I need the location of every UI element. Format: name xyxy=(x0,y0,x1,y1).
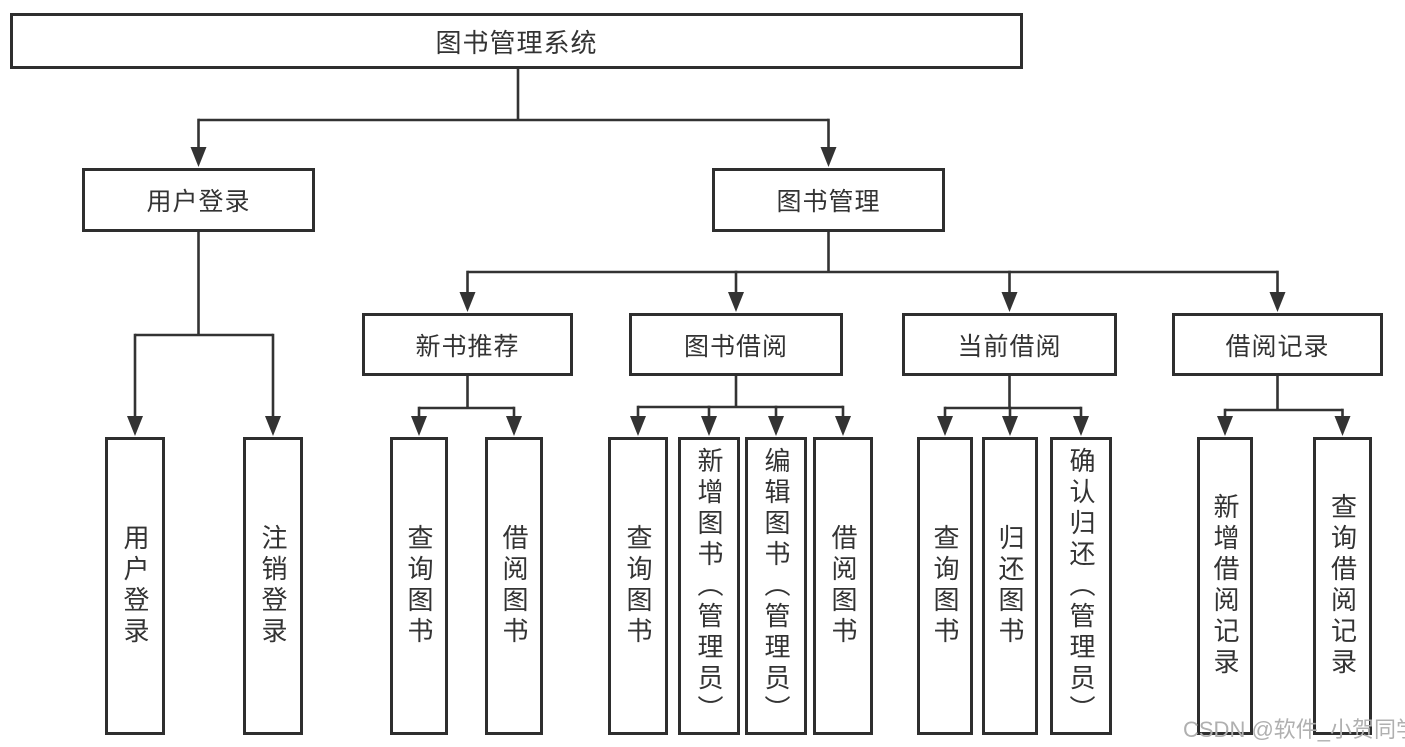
node-new-book-recommend-label: 新书推荐 xyxy=(415,332,520,361)
leaf-search-borrow-record: 查询借阅记录 xyxy=(1313,437,1372,735)
connector-user-login-split xyxy=(127,232,281,436)
leaf-search-book-recommend: 查询图书 xyxy=(390,437,448,735)
leaf-borrow-book-recommend: 借阅图书 xyxy=(485,437,543,735)
node-book-management-label: 图书管理 xyxy=(776,188,881,216)
leaf-edit-book-admin: 编辑图书（管理员） xyxy=(745,437,807,735)
connector-borrow-records-split xyxy=(1217,376,1351,436)
leaf-user-login: 用户登录 xyxy=(105,437,165,735)
leaf-add-book-admin: 新增图书（管理员） xyxy=(678,437,740,735)
leaf-search-book-recommend-label: 查询图书 xyxy=(404,524,434,648)
connector-root-split xyxy=(190,69,837,167)
node-user-login-label: 用户登录 xyxy=(146,188,251,216)
leaf-return-book: 归还图书 xyxy=(982,437,1038,735)
leaf-add-book-admin-label: 新增图书（管理员） xyxy=(694,446,724,726)
node-current-borrow: 当前借阅 xyxy=(902,313,1117,376)
leaf-user-login-label: 用户登录 xyxy=(120,524,150,648)
leaf-search-book-current: 查询图书 xyxy=(917,437,973,735)
leaf-return-book-label: 归还图书 xyxy=(995,524,1025,648)
connector-current-borrow-split xyxy=(937,376,1089,436)
node-root: 图书管理系统 xyxy=(10,13,1023,69)
node-root-label: 图书管理系统 xyxy=(435,27,598,58)
leaf-search-book-current-label: 查询图书 xyxy=(930,524,960,648)
node-current-borrow-label: 当前借阅 xyxy=(957,332,1062,361)
leaf-confirm-return-admin: 确认归还（管理员） xyxy=(1050,437,1112,735)
node-book-borrow-label: 图书借阅 xyxy=(683,332,788,361)
leaf-add-borrow-record: 新增借阅记录 xyxy=(1197,437,1253,735)
leaf-add-borrow-record-label: 新增借阅记录 xyxy=(1210,493,1240,679)
leaf-borrow-book-label: 借阅图书 xyxy=(828,524,858,648)
connector-book-borrow-split xyxy=(630,376,851,436)
node-user-login: 用户登录 xyxy=(82,168,315,232)
leaf-search-borrow-record-label: 查询借阅记录 xyxy=(1327,493,1358,679)
node-book-borrow: 图书借阅 xyxy=(629,313,843,376)
connector-book-management-split xyxy=(459,232,1286,312)
leaf-borrow-book: 借阅图书 xyxy=(813,437,873,735)
node-book-management: 图书管理 xyxy=(712,168,945,232)
leaf-logout: 注销登录 xyxy=(243,437,303,735)
node-new-book-recommend: 新书推荐 xyxy=(362,313,573,376)
leaf-confirm-return-admin-label: 确认归还（管理员） xyxy=(1066,446,1096,726)
leaf-edit-book-admin-label: 编辑图书（管理员） xyxy=(761,446,791,726)
csdn-watermark: CSDN @软件_小贺同学 xyxy=(1183,717,1405,742)
node-borrow-records: 借阅记录 xyxy=(1172,313,1383,376)
leaf-logout-label: 注销登录 xyxy=(258,524,288,648)
connector-new-book-split xyxy=(411,376,522,436)
leaf-search-book-borrow-label: 查询图书 xyxy=(623,524,653,648)
leaf-search-book-borrow: 查询图书 xyxy=(608,437,668,735)
node-borrow-records-label: 借阅记录 xyxy=(1225,332,1330,361)
leaf-borrow-book-recommend-label: 借阅图书 xyxy=(499,524,529,648)
